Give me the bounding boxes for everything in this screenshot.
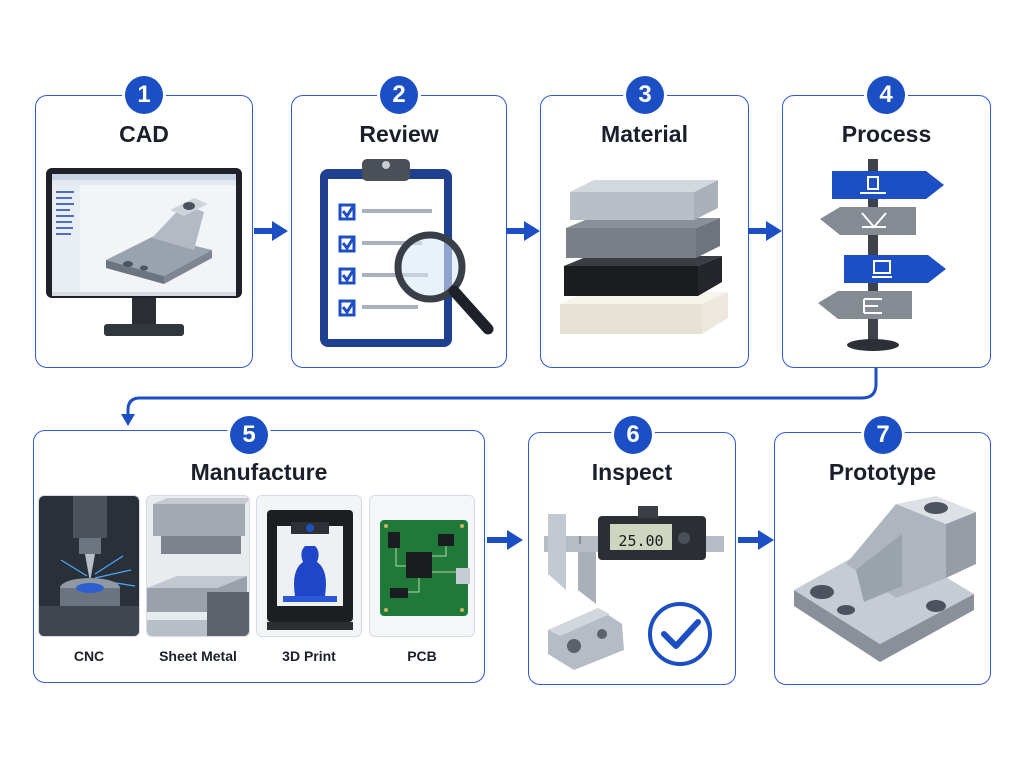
- digital-caliper-icon: [544, 506, 724, 670]
- step-title: CAD: [119, 121, 169, 147]
- 3d-print-tile: [256, 495, 362, 637]
- flow-arrow: [748, 221, 782, 241]
- step-number-badge: 6: [614, 416, 652, 454]
- step-title: Review: [359, 121, 439, 147]
- flow-arrow: [738, 530, 774, 550]
- step-title: Inspect: [591, 459, 673, 485]
- flow-arrow: [487, 530, 523, 550]
- method-label: Sheet Metal: [159, 648, 237, 664]
- step-number-badge: 4: [867, 76, 905, 114]
- pcb-tile: [369, 495, 475, 637]
- material-stack-icon: [560, 180, 728, 334]
- step-title: Prototype: [828, 459, 937, 485]
- circuit-board-icon: [370, 496, 474, 636]
- machined-bracket-icon: [794, 496, 976, 662]
- step-number-badge: 2: [380, 76, 418, 114]
- press-brake-icon: [147, 496, 249, 636]
- method-label: 3D Print: [282, 648, 336, 664]
- flow-arrow: [254, 221, 288, 241]
- cnc-mill-icon: [39, 496, 139, 636]
- step-title: Manufacture: [190, 459, 328, 485]
- cad-monitor-icon: [46, 168, 242, 336]
- clipboard-checklist-icon: [320, 159, 494, 347]
- step-number-badge: 7: [864, 416, 902, 454]
- step-number-badge: 5: [230, 416, 268, 454]
- sheet-metal-tile: [146, 495, 250, 637]
- step-title: Process: [841, 121, 932, 147]
- step-number-badge: 1: [125, 76, 163, 114]
- 3d-printer-icon: [257, 496, 361, 636]
- caliper-display-reading: 25.00: [618, 532, 664, 550]
- method-label: PCB: [407, 648, 437, 664]
- signpost-icon: [818, 159, 946, 351]
- step-title: Material: [601, 121, 688, 147]
- step-number-badge: 3: [626, 76, 664, 114]
- method-label: CNC: [73, 648, 105, 664]
- flow-connector-arrow: [121, 368, 878, 426]
- flow-arrow: [506, 221, 540, 241]
- cnc-tile: [38, 495, 140, 637]
